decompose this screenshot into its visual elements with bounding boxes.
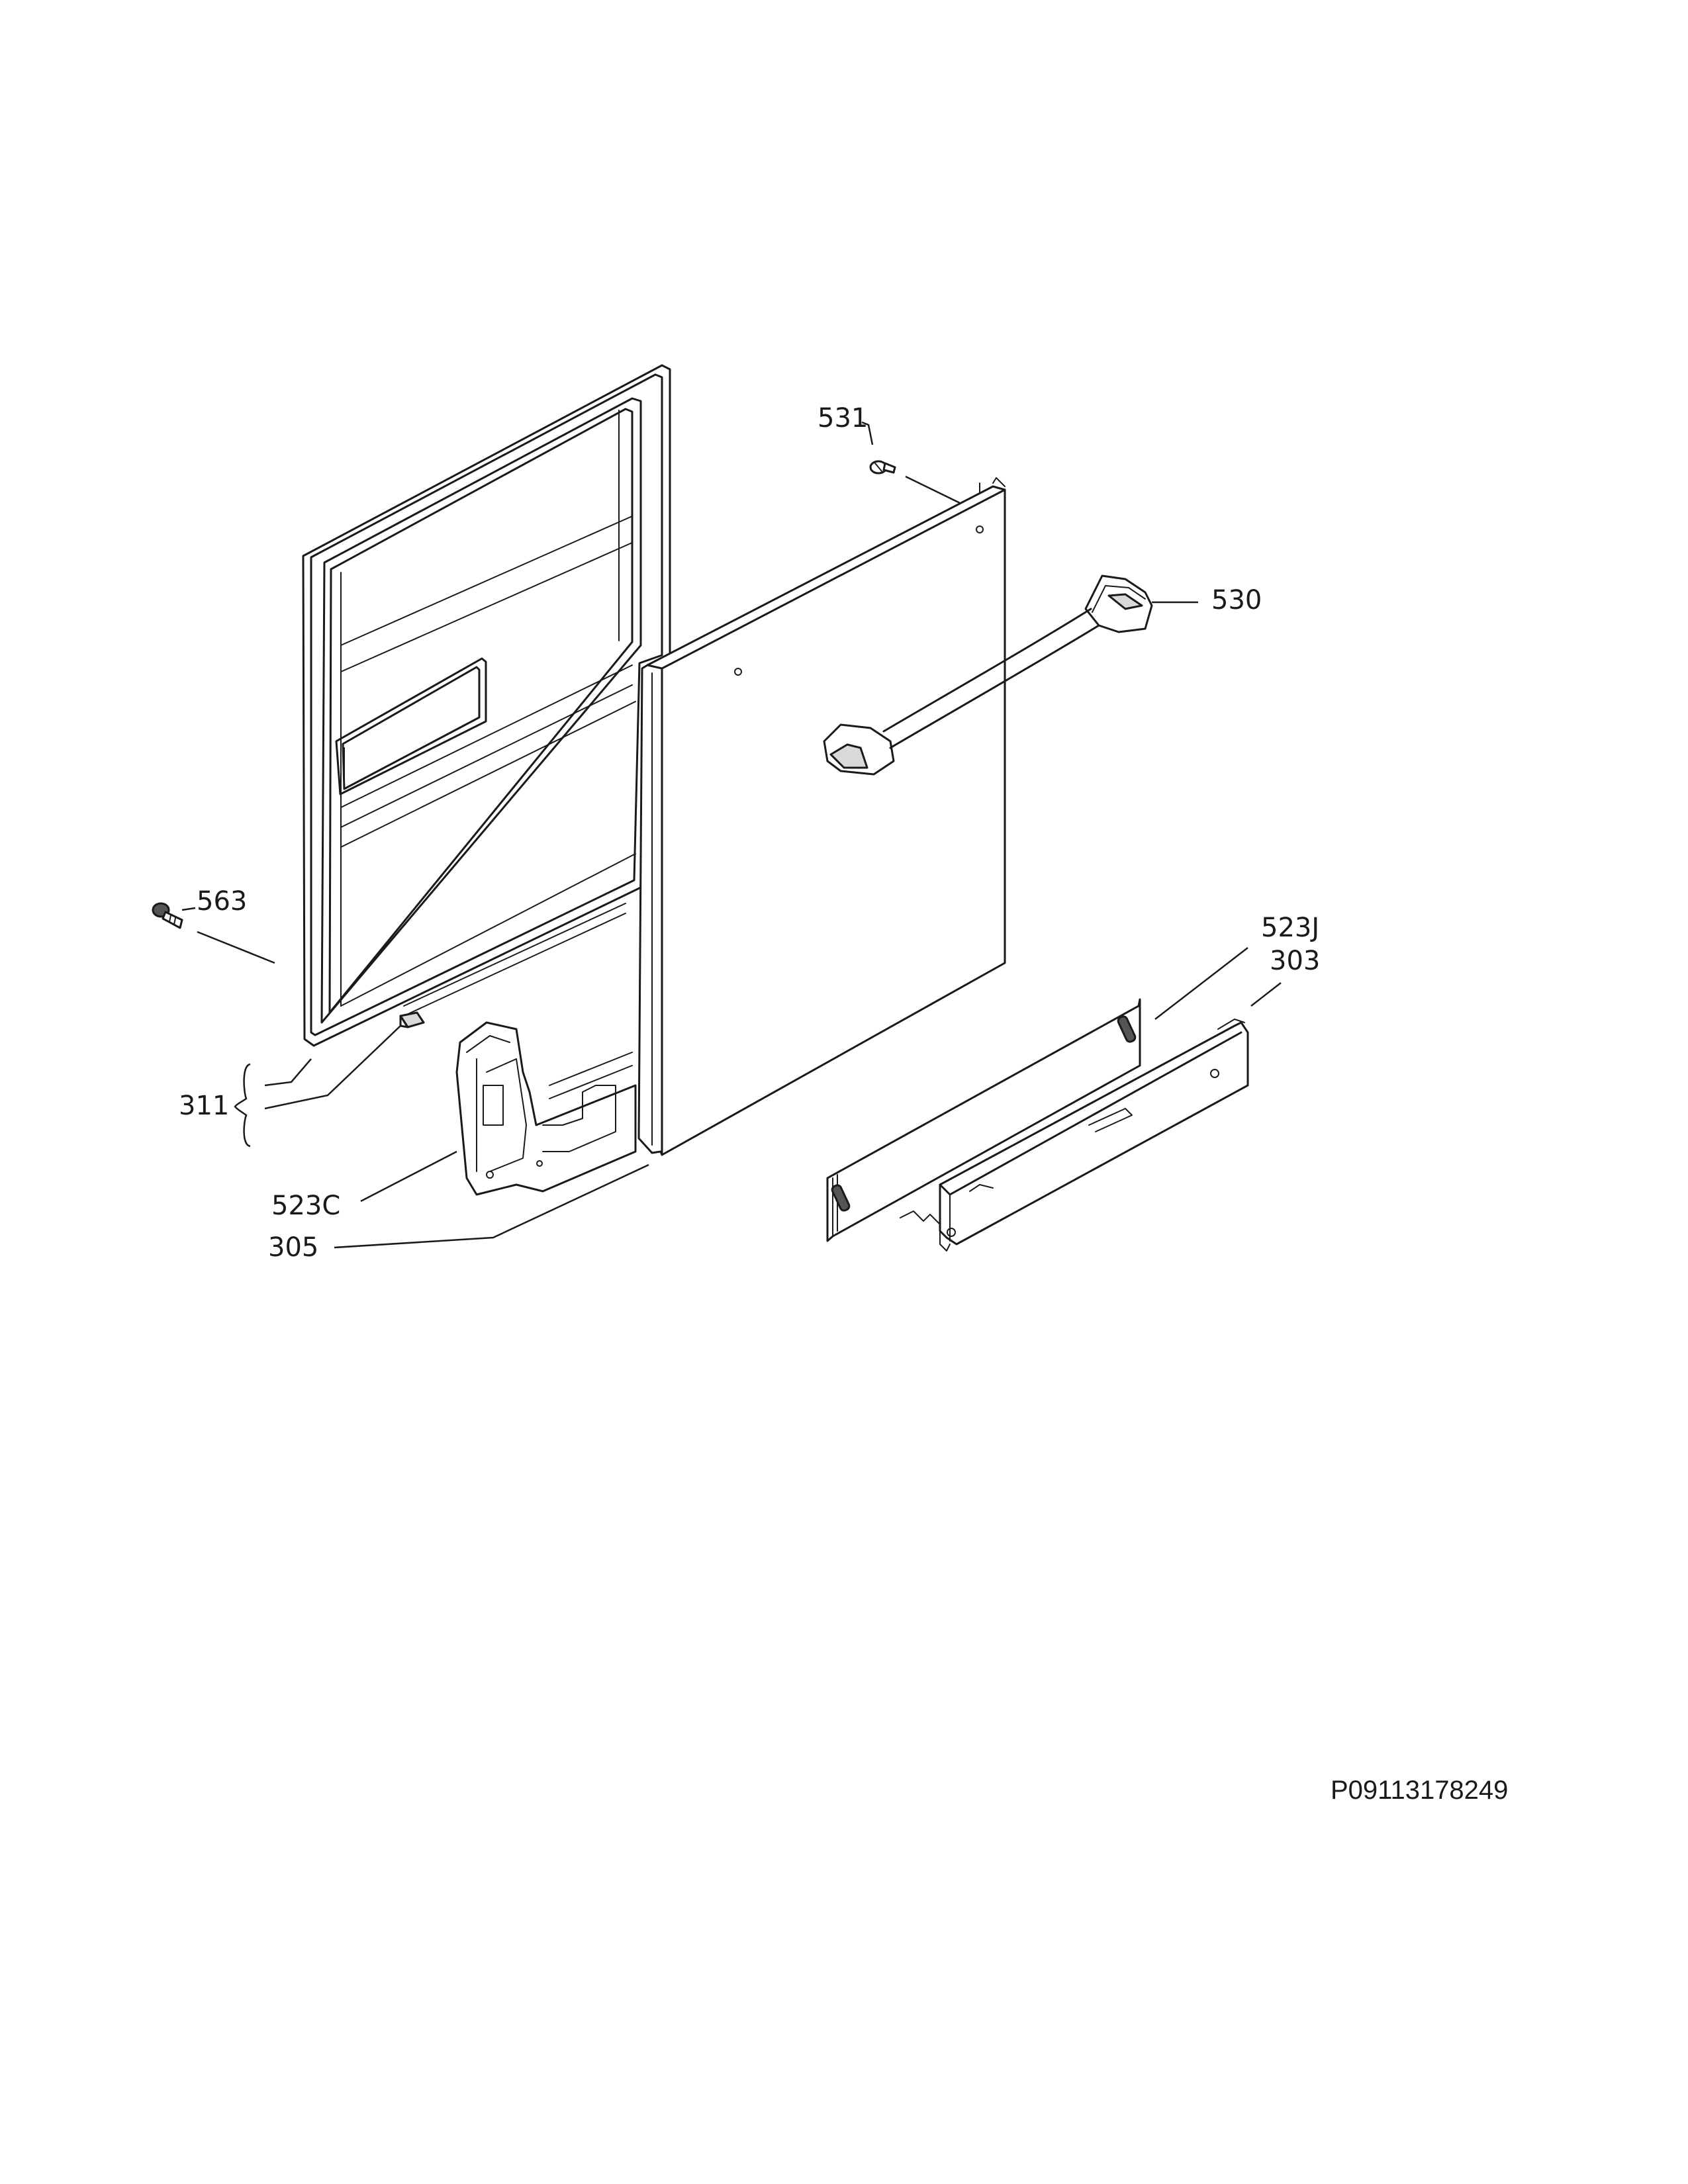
callout-labels: 531 530 563 523J 303 311 523C 305 P09113…: [179, 403, 1508, 1805]
kickplate-panel: [826, 998, 1141, 1242]
screw-531: [869, 460, 896, 475]
callout-563: 563: [197, 886, 247, 917]
callout-303: 303: [1270, 946, 1320, 976]
hinge-bracket: [455, 1021, 637, 1196]
callout-311: 311: [179, 1091, 229, 1121]
inner-door-panel: [302, 364, 671, 1047]
callout-530: 530: [1211, 585, 1262, 615]
callout-531: 531: [818, 403, 868, 433]
screw-563: [152, 902, 183, 929]
reference-code: P09113178249: [1331, 1776, 1508, 1805]
kickplate-bracket: [900, 1019, 1249, 1251]
leader-lines: [181, 421, 1282, 1249]
callout-523C: 523C: [271, 1191, 340, 1221]
door-handle: [823, 574, 1153, 776]
outer-door-panel: [637, 477, 1006, 1156]
callout-523J: 523J: [1261, 913, 1319, 943]
hinge-strip: [399, 1011, 425, 1028]
callout-305: 305: [268, 1232, 318, 1263]
